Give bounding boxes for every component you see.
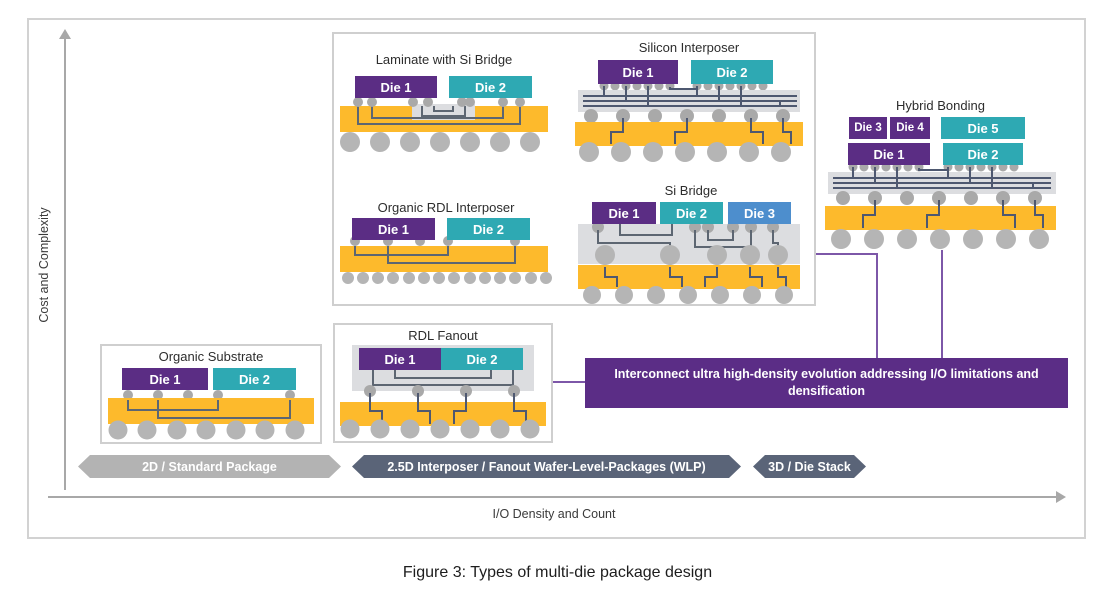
y-axis-line xyxy=(64,38,66,490)
die-1: Die 1 xyxy=(122,368,208,390)
package-title: Organic Substrate xyxy=(158,349,264,364)
connector-hybrid-bonding-to-banner xyxy=(941,250,943,358)
package-title: RDL Fanout xyxy=(408,328,478,343)
package-organic-rdl-interposer: Organic RDL Interposer Die 1 Die 2 xyxy=(340,200,552,300)
die-3: Die 3 xyxy=(728,202,791,224)
die-1: Die 1 xyxy=(592,202,656,224)
stage-2d-standard-package: 2D / Standard Package xyxy=(78,455,341,478)
die-2: Die 2 xyxy=(441,348,523,370)
hybrid-bonding-art xyxy=(825,162,1056,249)
package-silicon-interposer: Silicon Interposer xyxy=(575,40,803,165)
die-1: Die 1 xyxy=(598,60,678,84)
package-title: Si Bridge xyxy=(664,183,718,198)
x-axis-arrowhead-icon xyxy=(1056,491,1066,503)
banner-interconnect-evolution: Interconnect ultra high-density evolutio… xyxy=(585,358,1068,408)
laminate-si-bridge-art xyxy=(340,97,548,152)
die-1: Die 1 xyxy=(355,76,437,98)
organic-substrate-art xyxy=(108,390,314,440)
y-axis-arrowhead-icon xyxy=(59,29,71,39)
x-axis-line xyxy=(48,496,1058,498)
package-hybrid-bonding: Hybrid Bonding xyxy=(825,98,1056,250)
die-2: Die 2 xyxy=(449,76,532,98)
package-title: Hybrid Bonding xyxy=(896,98,985,113)
package-si-bridge: Si Bridge Die 1 xyxy=(578,183,804,305)
stage-25d-interposer-fanout-wlp: 2.5D Interposer / Fanout Wafer-Level-Pac… xyxy=(352,455,741,478)
y-axis-label: Cost and Complexity xyxy=(37,207,51,323)
package-title: Organic RDL Interposer xyxy=(377,200,515,215)
die-2: Die 2 xyxy=(691,60,773,84)
die-2: Die 2 xyxy=(660,202,723,224)
package-organic-substrate: Organic Substrate Die 1 Die 2 xyxy=(100,344,322,444)
die-5: Die 5 xyxy=(941,117,1025,139)
die-4: Die 4 xyxy=(890,117,930,139)
connector-25d-box-to-banner-vertical xyxy=(876,253,878,358)
rdl-fanout-art xyxy=(340,345,546,439)
die-3: Die 3 xyxy=(849,117,887,139)
package-title: Laminate with Si Bridge xyxy=(375,52,513,67)
figure-caption: Figure 3: Types of multi-die package des… xyxy=(402,564,713,581)
connector-rdl-fanout-to-banner xyxy=(553,381,585,383)
die-2: Die 2 xyxy=(213,368,296,390)
connector-25d-box-to-banner-horizontal xyxy=(816,253,878,255)
stage-3d-die-stack: 3D / Die Stack xyxy=(753,455,866,478)
package-rdl-fanout: RDL Fanout Die 1 Die 2 xyxy=(333,323,553,443)
x-axis-label: I/O Density and Count xyxy=(492,507,616,521)
package-laminate-si-bridge: Laminate with Si Bridge Die 1 Die 2 xyxy=(338,52,550,154)
die-1: Die 1 xyxy=(352,218,435,240)
package-title: Silicon Interposer xyxy=(638,40,740,55)
die-2: Die 2 xyxy=(447,218,530,240)
die-1: Die 1 xyxy=(848,143,930,165)
die-1: Die 1 xyxy=(359,348,441,370)
die-2: Die 2 xyxy=(943,143,1023,165)
organic-rdl-interposer-art xyxy=(340,236,552,284)
si-bridge-art xyxy=(578,221,800,304)
silicon-interposer-art xyxy=(575,81,803,162)
